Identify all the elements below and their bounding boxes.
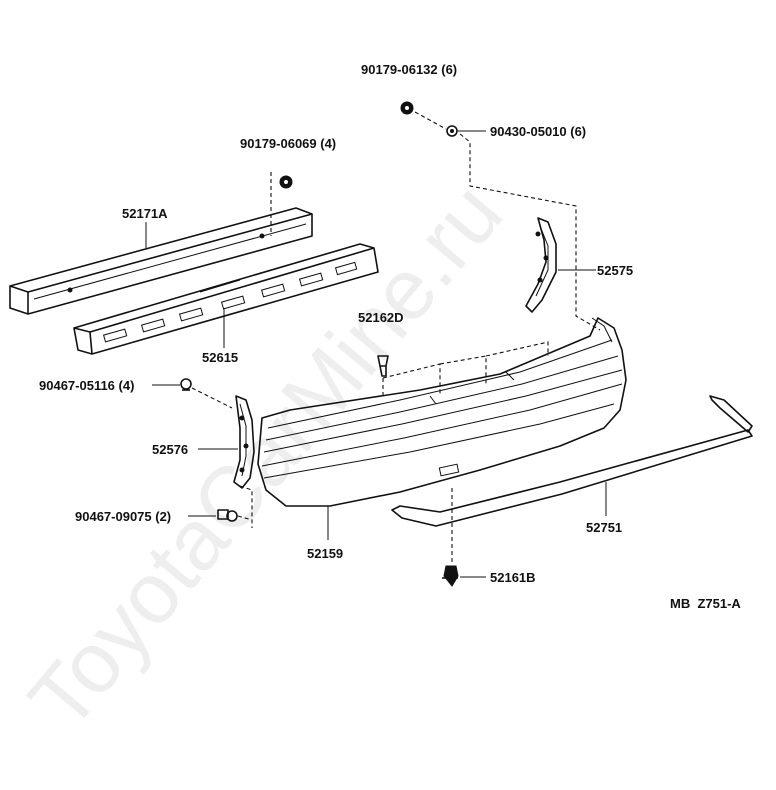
part-52159-bumper-cover[interactable]: [257, 317, 627, 507]
part-52171A-reinforcement[interactable]: [9, 207, 313, 315]
label-90467-05116: 90467-05116 (4): [39, 378, 134, 393]
label-52159: 52159: [307, 546, 343, 561]
part-52615-retainer[interactable]: [73, 243, 379, 355]
part-52575-bracket-right[interactable]: [525, 217, 557, 313]
washer-90430-05010[interactable]: [446, 125, 458, 137]
label-52162D: 52162D: [358, 310, 404, 325]
clip-90467-05116[interactable]: [180, 378, 192, 391]
clip-52162D[interactable]: [377, 355, 389, 377]
clip-52161B[interactable]: [442, 565, 459, 587]
label-90467-09075: 90467-09075 (2): [75, 509, 171, 524]
screw-90467-09075[interactable]: [217, 509, 238, 522]
leader-dash-screw-09075: [237, 485, 253, 528]
label-52161B: 52161B: [490, 570, 536, 585]
part-52576-bracket-left[interactable]: [233, 395, 255, 489]
label-90430-05010: 90430-05010 (6): [490, 124, 586, 139]
label-90179-06132: 90179-06132 (6): [361, 62, 457, 77]
part-52751-moulding[interactable]: [391, 395, 753, 527]
label-90179-06069: 90179-06069 (4): [240, 136, 336, 151]
nut-90179-06069[interactable]: [279, 175, 293, 189]
label-52575: 52575: [597, 263, 633, 278]
leader-dash-clip-05116: [191, 387, 233, 409]
leader-dash-clip-52162D: [382, 341, 549, 398]
watermark-text: ToyotaCarMine.ru: [11, 166, 521, 748]
diagram-code: MB Z751-A: [670, 596, 741, 611]
label-52615: 52615: [202, 350, 238, 365]
leader-dash-nut-washer: [414, 111, 601, 331]
label-52576: 52576: [152, 442, 188, 457]
label-52751: 52751: [586, 520, 622, 535]
nut-90179-06132[interactable]: [400, 101, 414, 115]
leader-lines: [145, 130, 607, 578]
label-52171A: 52171A: [122, 206, 168, 221]
